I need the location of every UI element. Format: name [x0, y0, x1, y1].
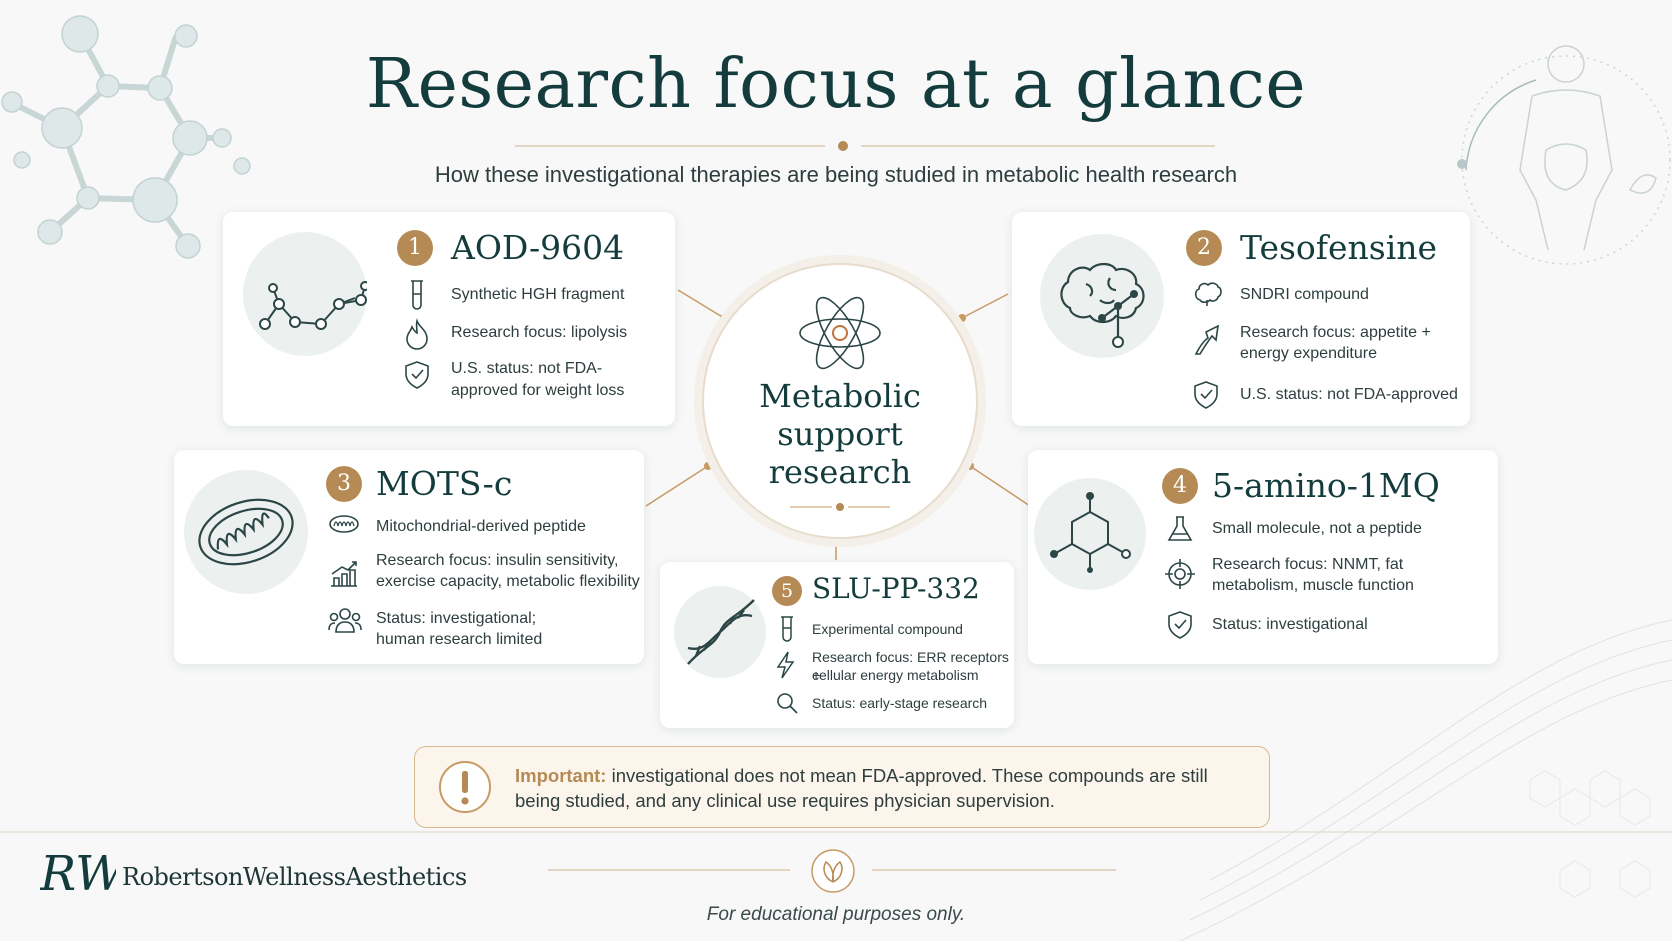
molecule-chain-icon	[243, 232, 367, 356]
shield-check-icon	[1194, 381, 1218, 409]
page-title: Research focus at a glance	[365, 45, 1307, 124]
body-outline-icon	[1461, 45, 1671, 265]
lightning-icon	[776, 651, 795, 679]
dna-icon	[674, 586, 766, 678]
flame-icon	[406, 318, 428, 350]
trend-arrow-icon	[1194, 324, 1220, 355]
card-line: Small molecule, not a peptide	[1212, 520, 1422, 537]
card-mots-c: 3 MOTS-c Mitochondrial-derived peptide R…	[174, 450, 644, 664]
brain-network-icon	[1040, 234, 1164, 358]
magnifier-icon	[777, 693, 798, 714]
center-title: Metabolic support research	[704, 377, 976, 491]
hexagon-molecule-icon	[1034, 478, 1146, 590]
brand-name: RobertsonWellnessAesthetics	[122, 863, 467, 891]
card-line: Mitochondrial-derived peptide	[376, 518, 586, 535]
card-number: 4	[1162, 468, 1198, 504]
center-hub: Metabolic support research	[702, 263, 978, 539]
card-line: metabolism, muscle function	[1212, 577, 1414, 594]
card-line: U.S. status: not FDA-	[451, 360, 603, 377]
important-notice: Important: investigational does not mean…	[414, 746, 1270, 828]
brand-monogram-text: RWA	[40, 846, 116, 902]
card-line: Research focus: appetite +	[1240, 324, 1431, 341]
center-line: Metabolic	[759, 377, 921, 415]
card-tesofensine: 2 Tesofensine SNDRI compound Research fo…	[1012, 212, 1470, 426]
notice-text: Important: investigational does not mean…	[515, 763, 1245, 813]
card-line: Status: investigational	[1212, 616, 1368, 633]
card-line: U.S. status: not FDA-approved	[1240, 386, 1458, 403]
exclamation-icon	[439, 761, 491, 813]
shield-check-icon	[1168, 611, 1192, 639]
card-line: approved for weight loss	[451, 382, 625, 399]
card-line: exercise capacity, metabolic flexibility	[376, 573, 640, 590]
footer-note: For educational purposes only.	[706, 904, 966, 925]
card-line: human research limited	[376, 631, 543, 648]
card-line: SNDRI compound	[1240, 286, 1369, 303]
card-5-amino-1mq: 4 5-amino-1MQ Small molecule, not a pept…	[1028, 450, 1498, 664]
brand-monogram: RWA	[40, 846, 116, 902]
card-line: Synthetic HGH fragment	[451, 286, 625, 303]
card-number: 2	[1186, 230, 1222, 266]
mitochondria-small-icon	[329, 515, 359, 533]
card-line: Research focus: NNMT, fat	[1212, 556, 1404, 573]
card-number: 3	[326, 466, 362, 502]
test-tube-icon	[411, 280, 423, 310]
brain-icon	[1194, 282, 1222, 306]
title-divider	[515, 141, 1215, 151]
target-icon	[1165, 559, 1195, 589]
card-number: 5	[772, 576, 802, 606]
card-title: MOTS-c	[376, 464, 513, 503]
card-line: Research focus: ERR receptors +	[812, 649, 1009, 683]
card-title: AOD-9604	[451, 228, 625, 267]
card-title: 5-amino-1MQ	[1212, 466, 1440, 505]
notice-label: Important:	[515, 765, 607, 786]
page-subtitle: How these investigational therapies are …	[434, 162, 1238, 187]
center-line: support	[777, 415, 903, 453]
card-line: Research focus: lipolysis	[451, 324, 628, 341]
mitochondria-icon	[184, 470, 308, 594]
center-divider	[790, 503, 890, 511]
flask-icon	[1167, 516, 1193, 541]
card-aod-9604: 1 AOD-9604 Synthetic HGH fragment Resear…	[223, 212, 675, 426]
card-line: Research focus: insulin sensitivity,	[376, 552, 619, 569]
test-tube-icon	[781, 616, 793, 642]
card-slu-pp-332: 5 SLU-PP-332 Experimental compound Resea…	[660, 562, 1014, 728]
leaf-icon	[811, 849, 855, 893]
card-line: Status: early-stage research	[812, 695, 988, 711]
center-line: research	[768, 453, 912, 491]
card-line: energy expenditure	[1240, 345, 1377, 362]
card-line: Experimental compound	[812, 621, 963, 637]
atom-icon	[799, 296, 881, 370]
notice-body: investigational does not mean FDA-approv…	[515, 765, 1208, 811]
people-icon	[328, 608, 362, 633]
card-number: 1	[397, 230, 433, 266]
bar-chart-icon	[331, 561, 357, 587]
card-line: Status: investigational;	[376, 610, 537, 627]
shield-check-icon	[405, 361, 429, 389]
card-title: Tesofensine	[1240, 228, 1438, 267]
card-line: cellular energy metabolism	[812, 667, 979, 683]
card-title: SLU-PP-332	[812, 572, 980, 605]
